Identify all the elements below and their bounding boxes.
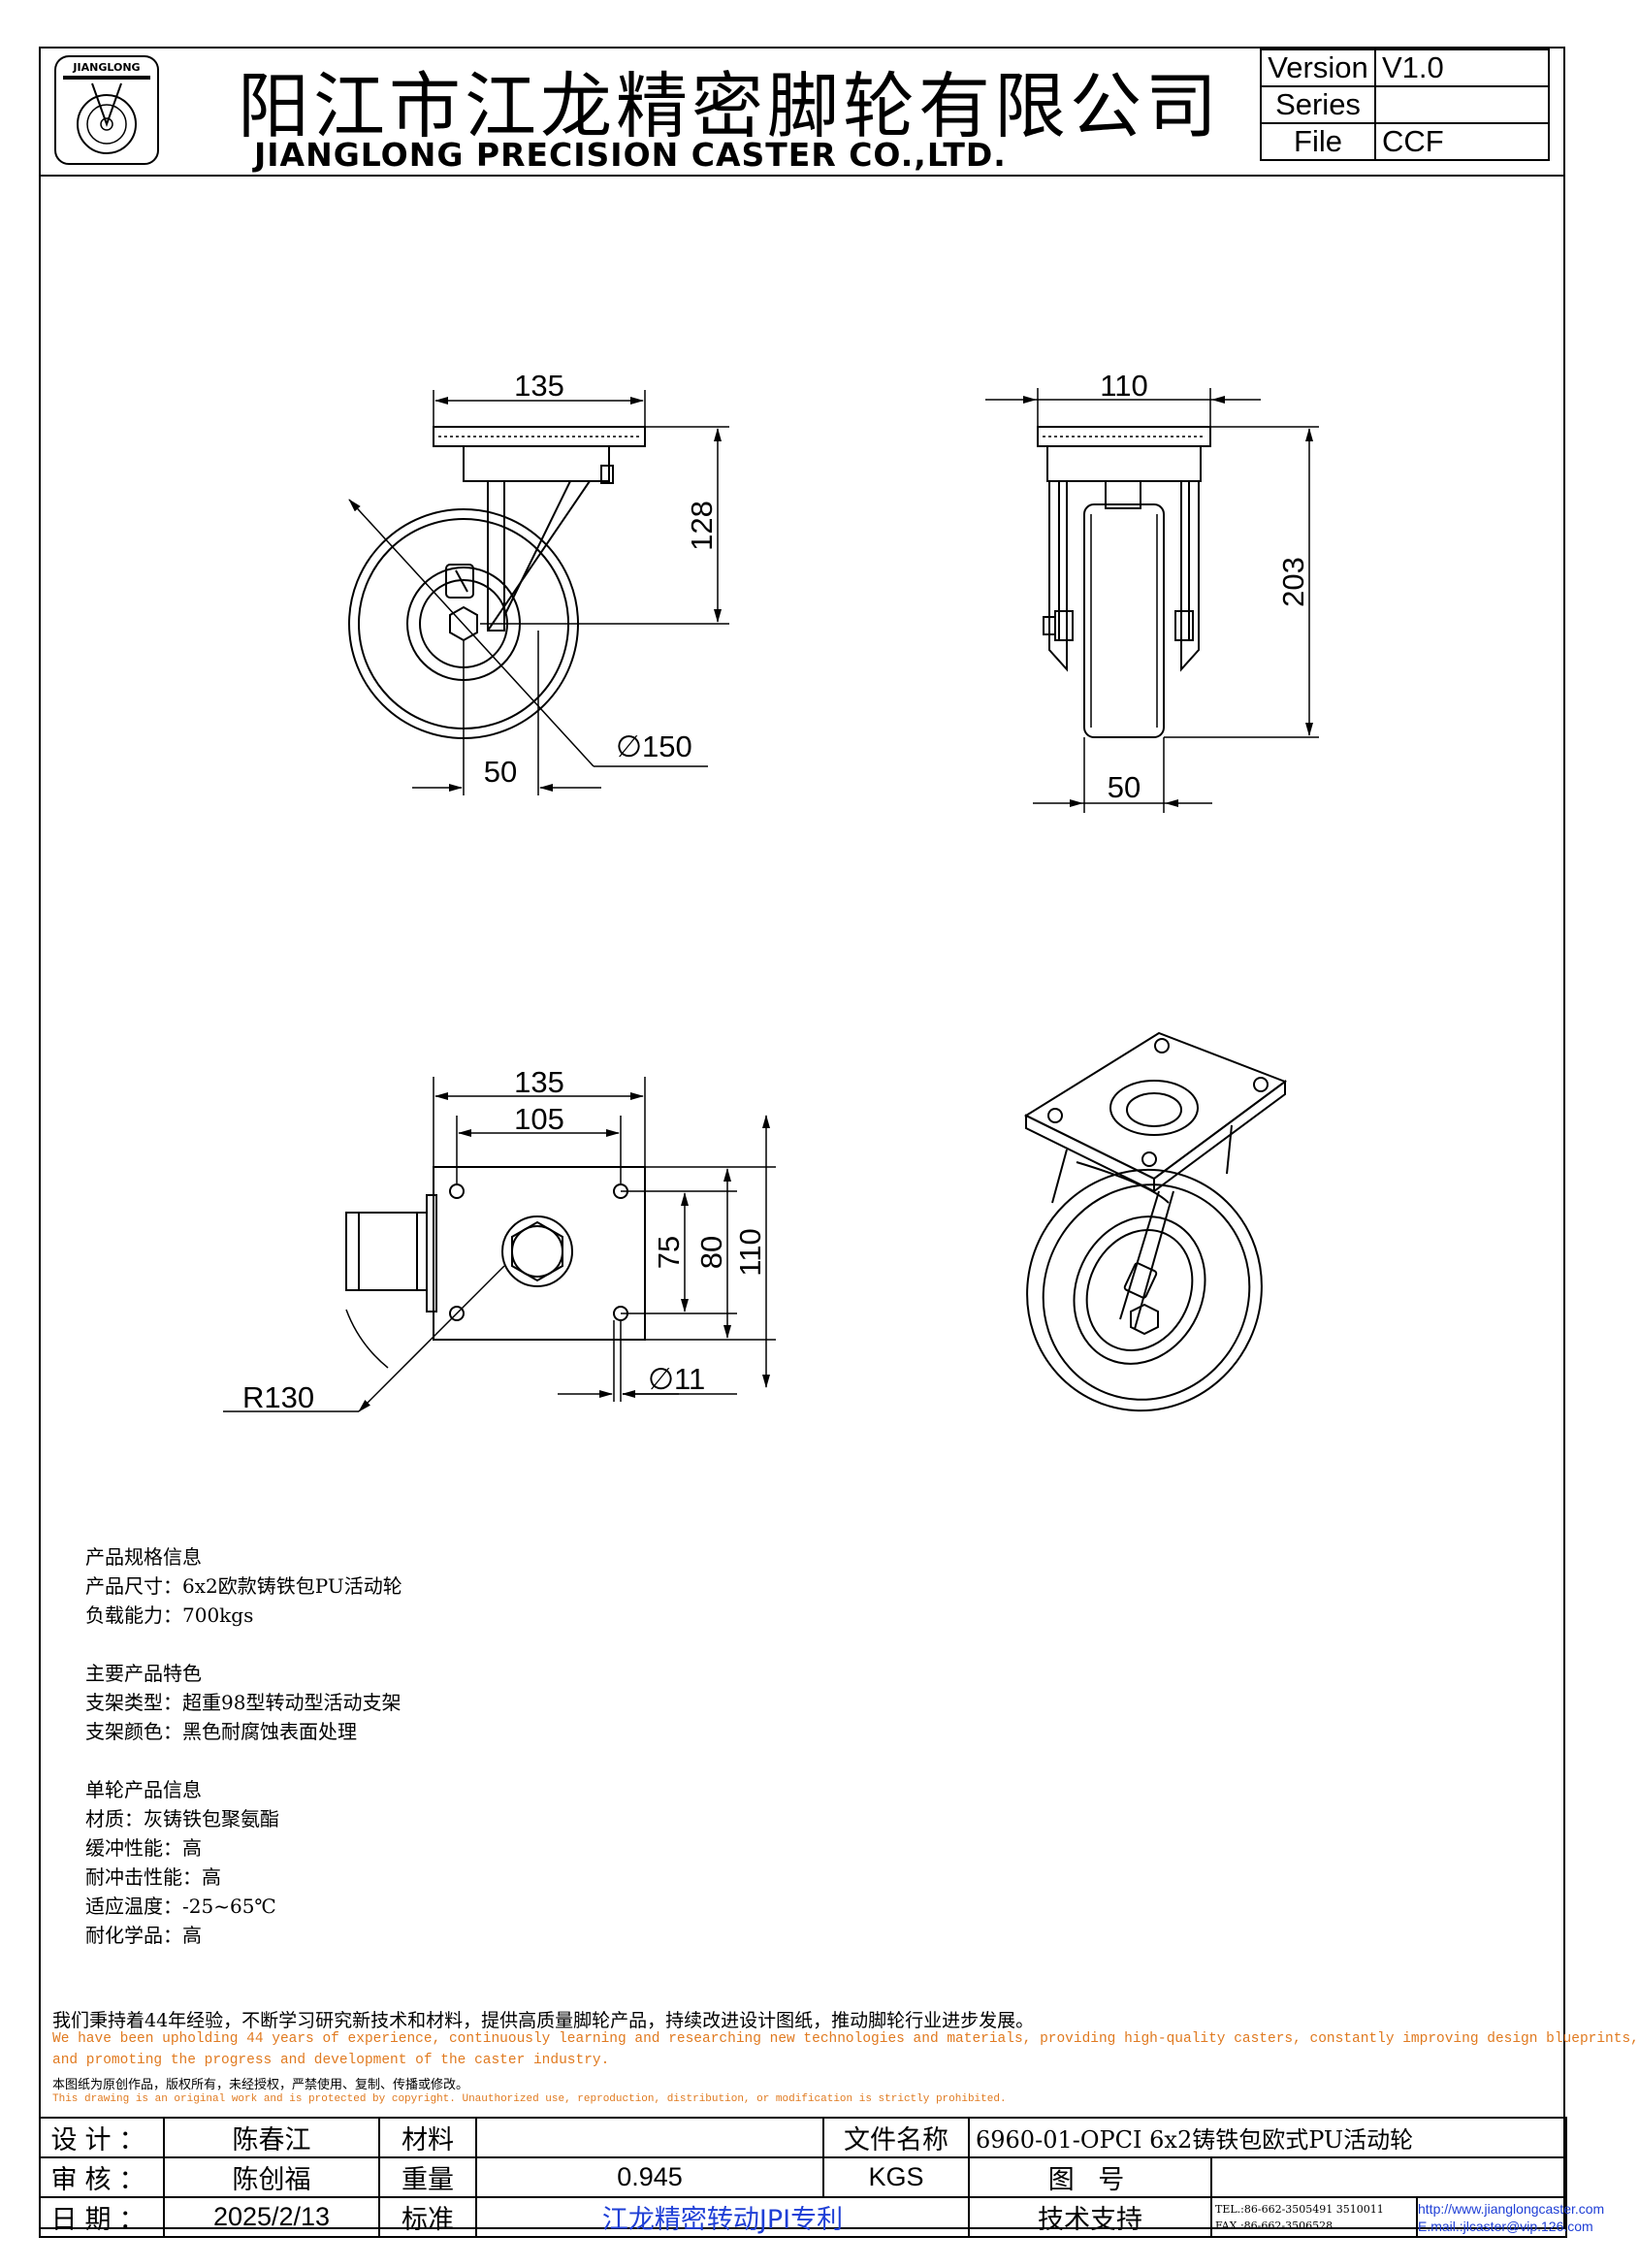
dim-side-height: 128 [685, 501, 719, 551]
series-value [1374, 85, 1550, 124]
weight-label: 重量 [378, 2156, 477, 2198]
spec-line: 耐化学品：高 [85, 1924, 202, 1947]
spec-line: 支架类型：超重98型转动型活动支架 [85, 1691, 402, 1714]
contact-web: http://www.jianglongcaster.com E.mail.:j… [1415, 2196, 1605, 2238]
dim-top-plate-width: 135 [514, 1065, 564, 1099]
title-block: 设计： 陈春江 材料 文件名称 6960-01-OPCI 6x2铸铁包欧式PU活… [39, 2117, 1605, 2238]
standard-value: 江龙精密转动JPI专利 [475, 2196, 970, 2238]
spec-line: 负载能力：700kgs [85, 1604, 254, 1627]
dim-front-height: 203 [1276, 557, 1310, 607]
spec-line: 缓冲性能：高 [85, 1836, 202, 1860]
website-link[interactable]: http://www.jianglongcaster.com [1418, 2200, 1605, 2217]
version-table: Version V1.0 Series File CCF [1260, 49, 1550, 161]
filename-label: 文件名称 [822, 2117, 970, 2158]
isometric-view [1023, 1031, 1288, 1412]
dim-top-hole-spacing-x: 105 [514, 1102, 564, 1136]
spec-line: 产品规格信息 [85, 1545, 202, 1569]
dim-front-wheel-width: 50 [1108, 770, 1141, 804]
spec-line: 材质：灰铸铁包聚氨酯 [85, 1807, 279, 1831]
dim-top-inner: 80 [694, 1236, 728, 1269]
drawing-number-label: 图 号 [968, 2156, 1212, 2198]
email-link[interactable]: E.mail.:jlcaster@vip.126.com [1418, 2218, 1593, 2234]
contact-phone: TEL.:86-662-3505491 3510011 FAX.:86-662-… [1210, 2196, 1418, 2238]
review-value: 陈创福 [163, 2156, 380, 2198]
front-view [985, 388, 1319, 813]
company-name-cn: 阳江市江龙精密脚轮有限公司 [238, 65, 1221, 148]
design-label: 设计： [39, 2117, 165, 2158]
header-divider [39, 175, 1565, 177]
date-label: 日期： [39, 2196, 165, 2238]
drawing-number-value [1209, 2156, 1568, 2198]
support-label: 技术支持 [968, 2196, 1212, 2238]
standard-label: 标准 [378, 2196, 477, 2238]
design-value: 陈春江 [163, 2117, 380, 2158]
spec-line: 适应温度：-25~65℃ [85, 1895, 276, 1918]
review-label: 审核： [39, 2156, 165, 2198]
spec-line [85, 1746, 402, 1775]
date-value: 2025/2/13 [163, 2196, 380, 2238]
technical-drawing: 135 128 ∅150 50 110 203 50 135 105 75 80… [223, 369, 1319, 1414]
spec-line: 支架颜色：黑色耐腐蚀表面处理 [85, 1720, 357, 1743]
spec-line [85, 1630, 402, 1659]
weight-value: 0.945 [475, 2156, 824, 2198]
statement-cn: 我们秉持着44年经验，不断学习研究新技术和材料，提供高质量脚轮产品，持续改进设计… [52, 2010, 1035, 2031]
material-value [475, 2117, 824, 2158]
fax: FAX.:86-662-3506528 [1215, 2219, 1334, 2232]
dim-top-hole-diameter: ∅11 [648, 1362, 705, 1396]
dim-side-offset: 50 [484, 755, 517, 789]
statement-en-2: and promoting the progress and developme… [52, 2053, 610, 2068]
company-logo: JIANGLONG [54, 55, 159, 165]
spec-line: 主要产品特色 [85, 1662, 202, 1685]
file-label: File [1260, 122, 1376, 161]
spec-line: 单轮产品信息 [85, 1778, 202, 1801]
dim-side-width: 135 [514, 369, 564, 403]
copyright-en: This drawing is an original work and is … [52, 2093, 1007, 2105]
company-statement: 我们秉持着44年经验，不断学习研究新技术和材料，提供高质量脚轮产品，持续改进设计… [52, 2006, 1639, 2111]
tel: TEL.:86-662-3505491 3510011 [1215, 2202, 1384, 2216]
svg-text:JIANGLONG: JIANGLONG [72, 61, 140, 74]
series-label: Series [1260, 85, 1376, 124]
dim-top-plate-height: 110 [733, 1228, 767, 1276]
dim-top-hole-spacing-y: 75 [652, 1236, 686, 1269]
spec-line: 产品尺寸：6x2欧款铸铁包PU活动轮 [85, 1574, 402, 1598]
dim-side-diameter: ∅150 [616, 729, 692, 763]
weight-unit: KGS [822, 2156, 970, 2198]
product-spec: 产品规格信息 产品尺寸：6x2欧款铸铁包PU活动轮 负载能力：700kgs 主要… [85, 1542, 402, 1950]
material-label: 材料 [378, 2117, 477, 2158]
side-view [348, 390, 729, 795]
company-name-en: JIANGLONG PRECISION CASTER CO.,LTD. [254, 136, 1007, 174]
top-view [223, 1077, 776, 1412]
dim-front-width: 110 [1100, 369, 1147, 403]
version-label: Version [1260, 49, 1376, 87]
statement-en-1: We have been upholding 44 years of exper… [52, 2031, 1639, 2047]
file-value: CCF [1374, 122, 1550, 161]
filename-value: 6960-01-OPCI 6x2铸铁包欧式PU活动轮 [967, 2117, 1568, 2158]
dim-top-radius: R130 [242, 1380, 314, 1414]
version-value: V1.0 [1374, 49, 1550, 87]
spec-line: 耐冲击性能：高 [85, 1865, 221, 1889]
copyright-cn: 本图纸为原创作品，版权所有，未经授权，严禁使用、复制、传播或修改。 [52, 2078, 469, 2092]
